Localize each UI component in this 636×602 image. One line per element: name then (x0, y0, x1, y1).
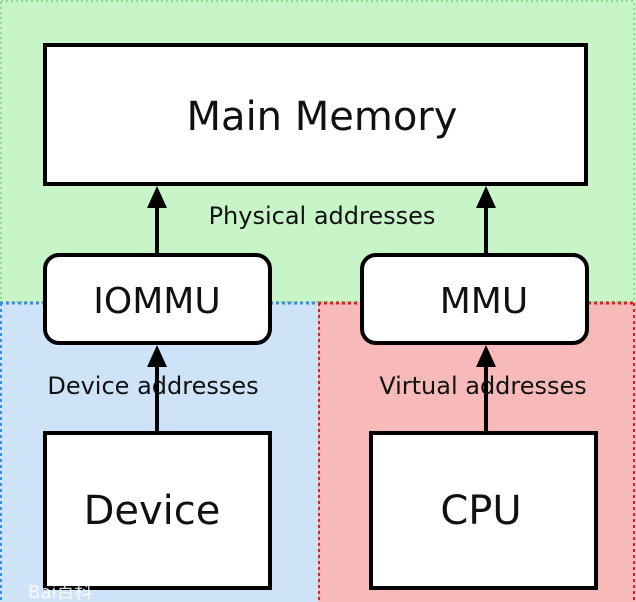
arrowhead-cpu-to-mmu (476, 345, 496, 367)
device-label: Device (84, 488, 221, 534)
arrowhead-mmu-to-memory (476, 186, 496, 208)
main-memory-label: Main Memory (187, 94, 458, 140)
main-memory-box (43, 43, 588, 186)
device-box (43, 431, 272, 590)
arrowhead-iommu-to-memory (147, 186, 167, 208)
baidu-watermark: Bai百科 (28, 582, 92, 602)
cpu-box (369, 431, 598, 590)
virtual-addresses-label: Virtual addresses (379, 372, 587, 400)
physical-addresses-label: Physical addresses (209, 202, 436, 230)
mmu-label: MMU (440, 281, 528, 322)
mmu-box (360, 253, 589, 345)
iommu-box (43, 253, 272, 345)
arrowhead-device-to-iommu (147, 345, 167, 367)
physical-region-border (0, 0, 635, 303)
device-addresses-label: Device addresses (47, 372, 258, 400)
iommu-label: IOMMU (93, 281, 220, 322)
cpu-label: CPU (440, 488, 521, 534)
